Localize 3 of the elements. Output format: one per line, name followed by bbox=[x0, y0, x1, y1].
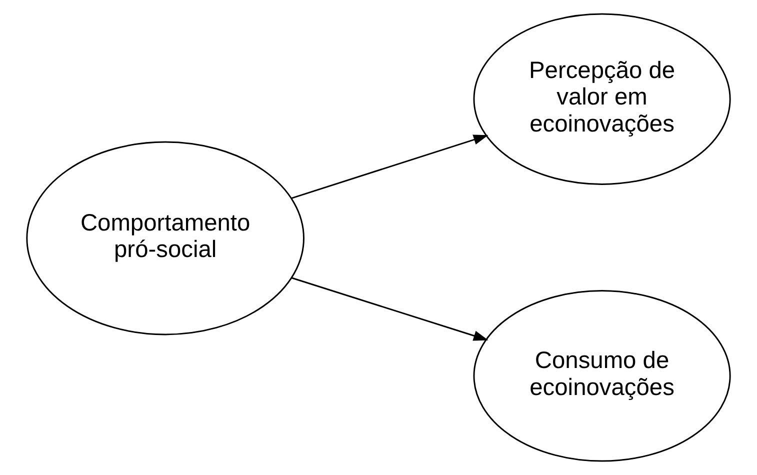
node-ellipse: Comportamento pró-social bbox=[26, 141, 304, 336]
arrow bbox=[291, 134, 488, 199]
arrow bbox=[291, 277, 488, 341]
